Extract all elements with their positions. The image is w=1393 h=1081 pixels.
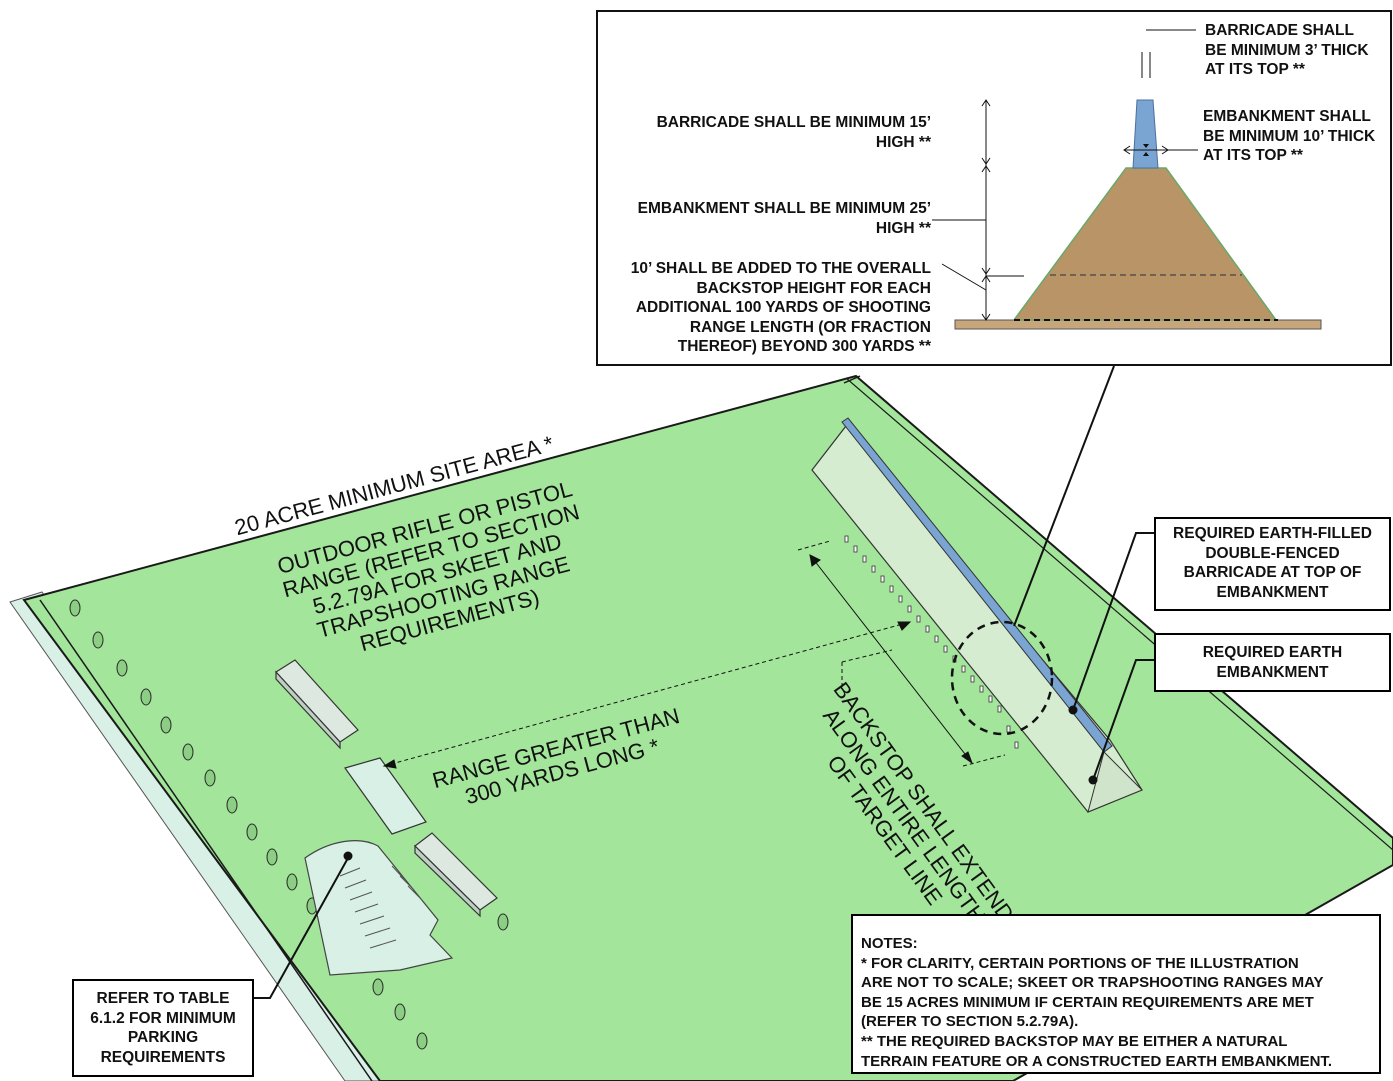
range-length-dimension — [382, 540, 1006, 769]
embankment-3d — [811, 417, 1143, 813]
parking-lot — [304, 840, 454, 976]
detail-circle — [950, 620, 1054, 736]
leader-lines — [253, 365, 1154, 999]
cross-section-dimensions — [932, 29, 1198, 321]
notes-box: NOTES: * FOR CLARITY, CERTAIN PORTIONS O… — [851, 914, 1381, 1074]
barricade-height-label: BARRICADE SHALL BE MINIMUM 15’HIGH ** — [656, 114, 931, 151]
range-buildings — [275, 659, 498, 918]
cross-section — [954, 99, 1322, 330]
notes-heading: NOTES: — [861, 935, 918, 952]
target-line — [844, 535, 1019, 749]
embankment-height-label: EMBANKMENT SHALL BE MINIMUM 25’HIGH ** — [637, 200, 931, 237]
